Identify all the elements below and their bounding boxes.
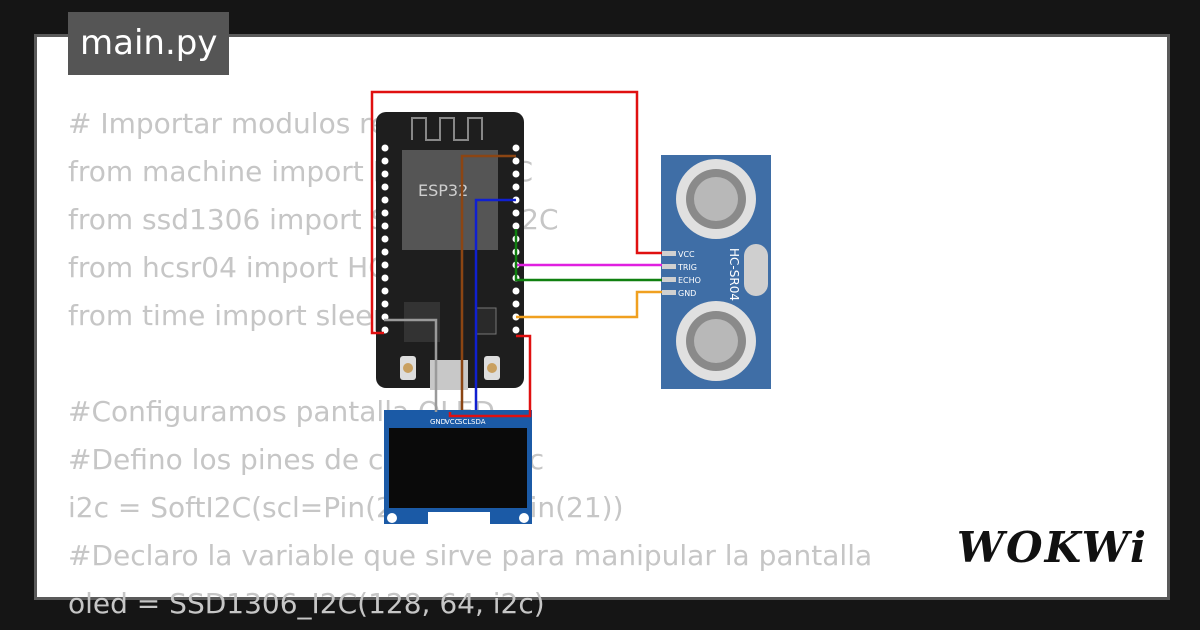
sensor-label: HC-SR04 [727,248,741,301]
wokwi-logo: WOKWi [956,523,1148,572]
esp32-board[interactable]: ESP32 [376,112,524,390]
wire-scl[interactable] [460,154,516,410]
oled-pin-vcc: VCC [445,418,460,426]
wire-gnd[interactable] [516,290,662,319]
sensor-pin-trig: TRIG [677,263,697,272]
sensor-pin-echo: ECHO [678,276,701,285]
file-tab-main-py[interactable]: main.py [68,12,230,75]
wire-echo[interactable] [514,229,662,282]
code-line: oled = SSD1306_I2C(128, 64, i2c) [68,587,545,620]
oled-display[interactable]: GND VCC SCL SDA [384,410,532,524]
wire-sda[interactable] [474,198,516,410]
oled-pin-sda: SDA [471,418,486,426]
oled-pin-scl: SCL [458,418,471,426]
wire-oled-gnd[interactable] [384,318,438,412]
esp32-label: ESP32 [418,181,468,200]
wire-power[interactable] [370,90,662,335]
wire-oled-power[interactable] [448,334,532,418]
hc-sr04-sensor[interactable]: HC-SR04 VCC TRIG ECHO GND [661,155,771,389]
code-line: from time import sleep [68,299,391,332]
oled-pin-gnd: GND [430,418,446,426]
code-line: #Declaro la variable que sirve para mani… [68,539,873,572]
sensor-pin-vcc: VCC [678,250,695,259]
sensor-pin-gnd: GND [678,289,696,298]
